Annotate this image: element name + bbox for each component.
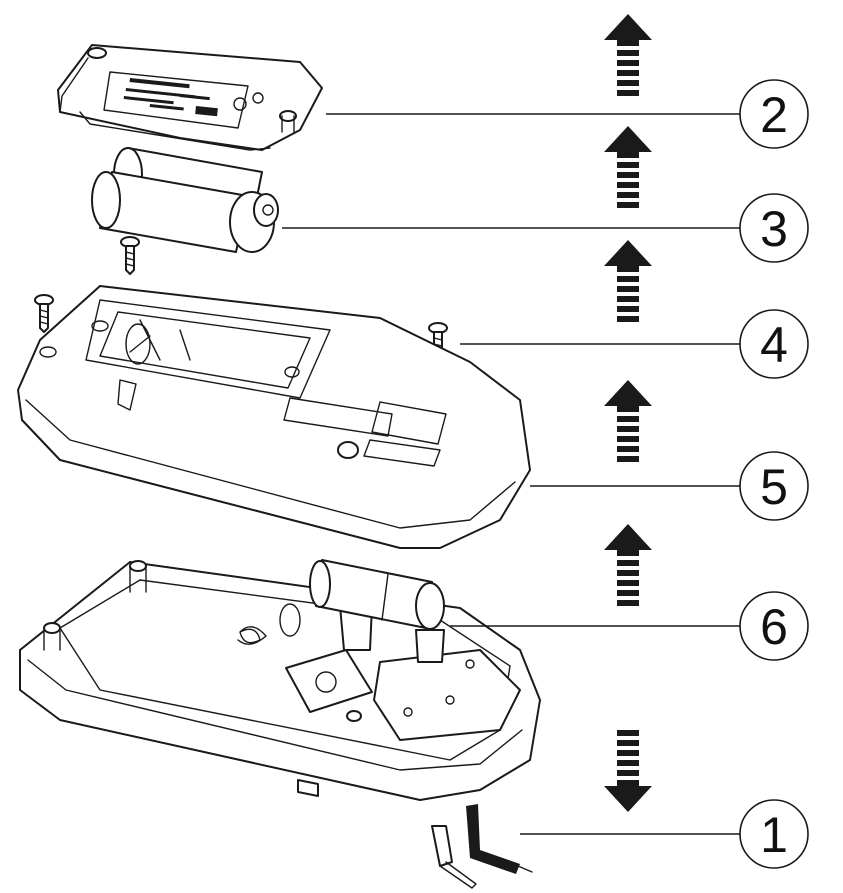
battery-cover <box>57 44 323 151</box>
arrow-up-icon <box>604 380 652 462</box>
rear-case <box>17 285 531 549</box>
cover-label-marks <box>123 78 218 117</box>
arrow-down-icon <box>604 730 652 812</box>
arrow-up-icon <box>604 126 652 208</box>
callout-number: 6 <box>760 599 788 655</box>
arrow-shape <box>604 730 652 812</box>
arrow-shape <box>604 524 652 606</box>
arrow-up-icon <box>604 240 652 322</box>
callout-6: 6 <box>739 591 809 661</box>
callout-5: 5 <box>739 451 809 521</box>
arrows <box>604 14 652 812</box>
arrow-shape <box>604 126 652 208</box>
callout-number: 4 <box>760 317 788 373</box>
callout-3: 3 <box>739 193 809 263</box>
callouts: 2 3 4 5 6 1 <box>739 79 809 869</box>
callout-1: 1 <box>739 799 809 869</box>
arrow-up-icon <box>604 524 652 606</box>
screw <box>34 294 54 333</box>
callout-number: 1 <box>760 807 788 863</box>
arrow-shape <box>604 240 652 322</box>
arrow-up-icon <box>604 14 652 96</box>
callout-number: 2 <box>760 87 788 143</box>
leader-lines <box>282 113 740 835</box>
arrow-shape <box>604 14 652 96</box>
callout-number: 5 <box>760 459 788 515</box>
screw <box>120 236 140 275</box>
callout-2: 2 <box>739 79 809 149</box>
callout-number: 3 <box>760 201 788 257</box>
test-leads <box>431 804 533 889</box>
arrow-shape <box>604 380 652 462</box>
front-case <box>19 559 541 801</box>
callout-4: 4 <box>739 309 809 379</box>
batteries <box>91 147 279 253</box>
